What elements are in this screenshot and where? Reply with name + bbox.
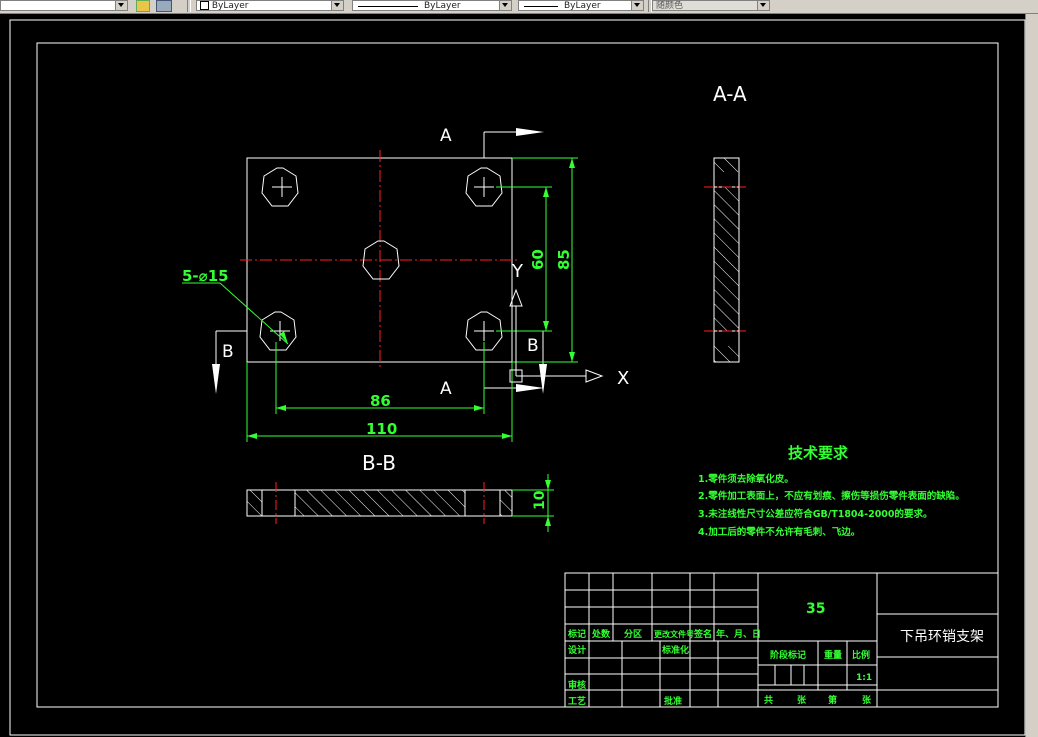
- title-block: [564, 572, 999, 708]
- label-total-unit: 张: [797, 694, 807, 706]
- dim-60: 60: [529, 249, 547, 270]
- label-design: 设计: [568, 644, 586, 656]
- section-arrow-a-top: [516, 128, 544, 136]
- hole-callout: 5-⌀15: [182, 267, 229, 285]
- label-approve: 批准: [664, 695, 682, 707]
- hole-bottom-right: [465, 311, 503, 351]
- label-sheet-unit: 张: [862, 694, 872, 706]
- title-block-text: 35 下吊环销支架 标记 处数 分区 更改文件号 签名 年、月、日 设计 标准化…: [567, 601, 984, 707]
- ucs-icon: Y X: [509, 261, 629, 389]
- section-label-a-bottom: A: [440, 379, 452, 399]
- dim-86: 86: [370, 392, 391, 410]
- view-title-bb: B-B: [362, 451, 396, 475]
- front-view: A A B B 5-⌀15 85 60: [182, 126, 629, 442]
- material-value: 35: [806, 601, 825, 617]
- color-control-dropdown[interactable]: ByLayer: [196, 0, 344, 11]
- hole-center: [362, 240, 400, 280]
- layer-states-icon[interactable]: [136, 0, 150, 12]
- chevron-down-icon[interactable]: [115, 1, 127, 10]
- lineweight-control-value: ByLayer: [564, 1, 601, 11]
- section-bb-view: B-B 10: [246, 451, 554, 532]
- label-scale: 比例: [852, 649, 870, 661]
- dim-10: 10: [532, 490, 548, 510]
- label-marks: 标记: [567, 628, 586, 640]
- hole-top-left: [261, 167, 299, 207]
- label-date: 年、月、日: [716, 628, 761, 640]
- label-total: 共: [764, 694, 773, 706]
- label-sheet: 第: [828, 694, 837, 706]
- color-swatch-icon: [200, 1, 209, 10]
- section-arrow-a-bottom: [516, 384, 544, 392]
- label-standardize: 标准化: [661, 644, 689, 656]
- toolbar-separator: [648, 0, 652, 12]
- section-label-b-right: B: [527, 336, 539, 356]
- chevron-down-icon[interactable]: [757, 1, 769, 10]
- label-review: 审核: [568, 679, 586, 691]
- section-label-a-top: A: [440, 126, 452, 146]
- linetype-control-value: ByLayer: [424, 1, 461, 11]
- technical-requirements: 技术要求 1.零件须去除氧化皮。 2.零件加工表面上，不应有划痕、擦伤等损伤零件…: [698, 444, 965, 538]
- ucs-x-label: X: [617, 368, 629, 389]
- dim-85: 85: [555, 249, 573, 270]
- label-stage-mark: 阶段标记: [770, 649, 806, 661]
- tech-item: 1.零件须去除氧化皮。: [698, 473, 794, 485]
- part-name: 下吊环销支架: [900, 629, 984, 645]
- layer-dropdown[interactable]: [0, 0, 128, 11]
- label-process: 工艺: [568, 695, 586, 707]
- plotstyle-control-value: 随颜色: [656, 1, 684, 11]
- label-docno: 更改文件号: [654, 629, 694, 639]
- label-weight: 重量: [824, 649, 842, 661]
- chevron-down-icon[interactable]: [631, 1, 643, 10]
- linetype-sample: [358, 6, 418, 7]
- vertical-scrollbar[interactable]: [1025, 14, 1038, 737]
- color-control-value: ByLayer: [211, 1, 249, 11]
- view-title-aa: A-A: [713, 82, 747, 106]
- toolbar-separator: [187, 0, 191, 12]
- dim-110: 110: [366, 420, 397, 438]
- section-aa-view: A-A: [704, 82, 747, 363]
- chevron-down-icon[interactable]: [331, 1, 343, 10]
- tech-item: 3.未注线性尺寸公差应符合GB/T1804-2000的要求。: [698, 508, 933, 520]
- lineweight-control-dropdown[interactable]: ByLayer: [518, 0, 644, 11]
- drawing-frame: [36, 42, 999, 708]
- label-sign: 签名: [693, 628, 712, 640]
- section-arrow-b-right: [539, 364, 547, 394]
- layer-stack-icon[interactable]: [156, 0, 172, 12]
- leader-arrow: [280, 331, 288, 344]
- lineweight-sample: [524, 6, 558, 7]
- ucs-y-label: Y: [511, 261, 524, 282]
- properties-toolbar: ByLayer ByLayer ByLayer 随颜色: [0, 0, 1038, 14]
- label-zone: 分区: [624, 628, 642, 640]
- label-count: 处数: [591, 628, 611, 640]
- scale-value: 1:1: [856, 673, 872, 683]
- drawing-canvas[interactable]: A A B B 5-⌀15 85 60: [0, 14, 1026, 737]
- tech-title: 技术要求: [788, 444, 849, 462]
- hole-top-right: [465, 167, 503, 207]
- tech-item: 4.加工后的零件不允许有毛刺、飞边。: [698, 526, 860, 538]
- linetype-control-dropdown[interactable]: ByLayer: [352, 0, 512, 11]
- outer-sheet-border: [9, 19, 1026, 736]
- plotstyle-control-dropdown[interactable]: 随颜色: [652, 0, 770, 11]
- tech-item: 2.零件加工表面上，不应有划痕、擦伤等损伤零件表面的缺陷。: [698, 490, 965, 502]
- chevron-down-icon[interactable]: [499, 1, 511, 10]
- section-label-b-left: B: [222, 342, 234, 362]
- section-arrow-b-left: [212, 364, 220, 394]
- hole-bottom-left: [259, 311, 297, 351]
